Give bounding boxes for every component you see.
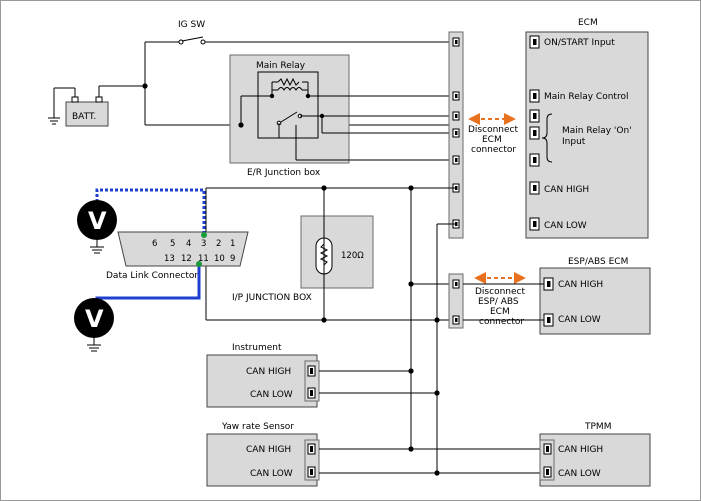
ig-switch-label: IG SW: [178, 20, 205, 30]
voltmeter-bottom: V: [74, 298, 114, 352]
tpmm-pin-can-low: CAN LOW: [558, 469, 601, 479]
esp-abs-ecm: ESP/ABS ECM CAN HIGH CAN LOW: [539, 257, 651, 335]
data-link-connector: 6 5 4 3 2 1 13 12 11 10 9 Data Link Conn…: [106, 231, 249, 281]
dlc-pin-11: 11: [198, 254, 209, 264]
esp-pin-can-low: CAN LOW: [558, 315, 601, 325]
dlc-pin-2: 2: [216, 239, 221, 249]
yaw-pin-can-high: CAN HIGH: [246, 445, 291, 455]
ip-junction-box: I/P JUNCTION BOX 120Ω: [232, 215, 374, 303]
dlc-pin-12: 12: [181, 254, 192, 264]
dlc-pin-4: 4: [186, 239, 191, 249]
dlc-pin-10: 10: [214, 254, 225, 264]
dlc-pin-3: 3: [201, 239, 206, 249]
ip-junction-box-label: I/P JUNCTION BOX: [232, 293, 312, 303]
dlc-pin-13: 13: [164, 254, 175, 264]
ecm-disconnect-line1: Disconnect: [468, 125, 518, 135]
instrument: Instrument CAN HIGH CAN LOW: [206, 343, 320, 408]
esp-abs-ecm-title: ESP/ABS ECM: [568, 257, 628, 267]
er-junction-box-label: E/R Junction box: [247, 168, 321, 178]
instrument-pin-can-high: CAN HIGH: [246, 367, 291, 377]
esp-pin-can-high: CAN HIGH: [558, 280, 603, 290]
ecm: ECM ON/START Input Main Relay Control Ma…: [525, 18, 649, 239]
instrument-title: Instrument: [232, 343, 282, 353]
ecm-disconnect-line2: ECM: [482, 135, 502, 145]
voltmeter-top: V: [77, 200, 117, 254]
dlc-pin-1: 1: [230, 239, 235, 249]
ecm-pin-main-relay-control: Main Relay Control: [544, 92, 628, 102]
battery-label: BATT.: [72, 112, 96, 122]
battery: BATT.: [65, 96, 109, 127]
yaw-pin-can-low: CAN LOW: [250, 469, 293, 479]
dlc-pin-9: 9: [230, 254, 235, 264]
ig-switch: IG SW: [178, 20, 206, 45]
main-relay-label: Main Relay: [256, 61, 306, 71]
esp-disconnect-line4: connector: [479, 317, 524, 327]
resistor-label: 120Ω: [341, 251, 364, 261]
ecm-pin-can-high: CAN HIGH: [544, 185, 589, 195]
instrument-pin-can-low: CAN LOW: [250, 390, 293, 400]
ecm-pin-main-relay-on: Main Relay 'On': [562, 126, 632, 136]
tpmm-pin-can-high: CAN HIGH: [558, 445, 603, 455]
dlc-pin-11-probe-point: [196, 261, 202, 267]
esp-disconnect-line1: Disconnect: [475, 287, 525, 297]
esp-disconnect-line2: ESP/ ABS: [478, 297, 519, 307]
voltmeter-top-symbol: V: [88, 207, 107, 235]
ecm-disconnect-line3: connector: [471, 145, 516, 155]
dlc-pin-6: 6: [152, 239, 157, 249]
yaw-rate-sensor: Yaw rate Sensor CAN HIGH CAN LOW: [206, 422, 320, 487]
ecm-pin-can-low: CAN LOW: [544, 221, 587, 231]
voltmeter-bottom-symbol: V: [85, 305, 104, 333]
ecm-pin-input: Input: [562, 137, 586, 147]
yaw-rate-sensor-title: Yaw rate Sensor: [221, 422, 294, 432]
er-junction-box: Main Relay E/R Junction box: [229, 54, 350, 178]
ecm-connector-strip: [448, 31, 464, 239]
tpmm: TPMM CAN HIGH CAN LOW: [539, 422, 651, 487]
data-link-connector-label: Data Link Connector: [106, 271, 198, 281]
ecm-pin-on-start: ON/START Input: [544, 38, 615, 48]
esp-disconnect-line3: ECM: [490, 307, 510, 317]
dlc-pin-5: 5: [170, 239, 175, 249]
esp-connector-strip: [448, 273, 464, 329]
dlc-pin-3-probe-point: [201, 232, 207, 238]
ecm-title: ECM: [578, 18, 598, 28]
tpmm-title: TPMM: [584, 422, 611, 432]
